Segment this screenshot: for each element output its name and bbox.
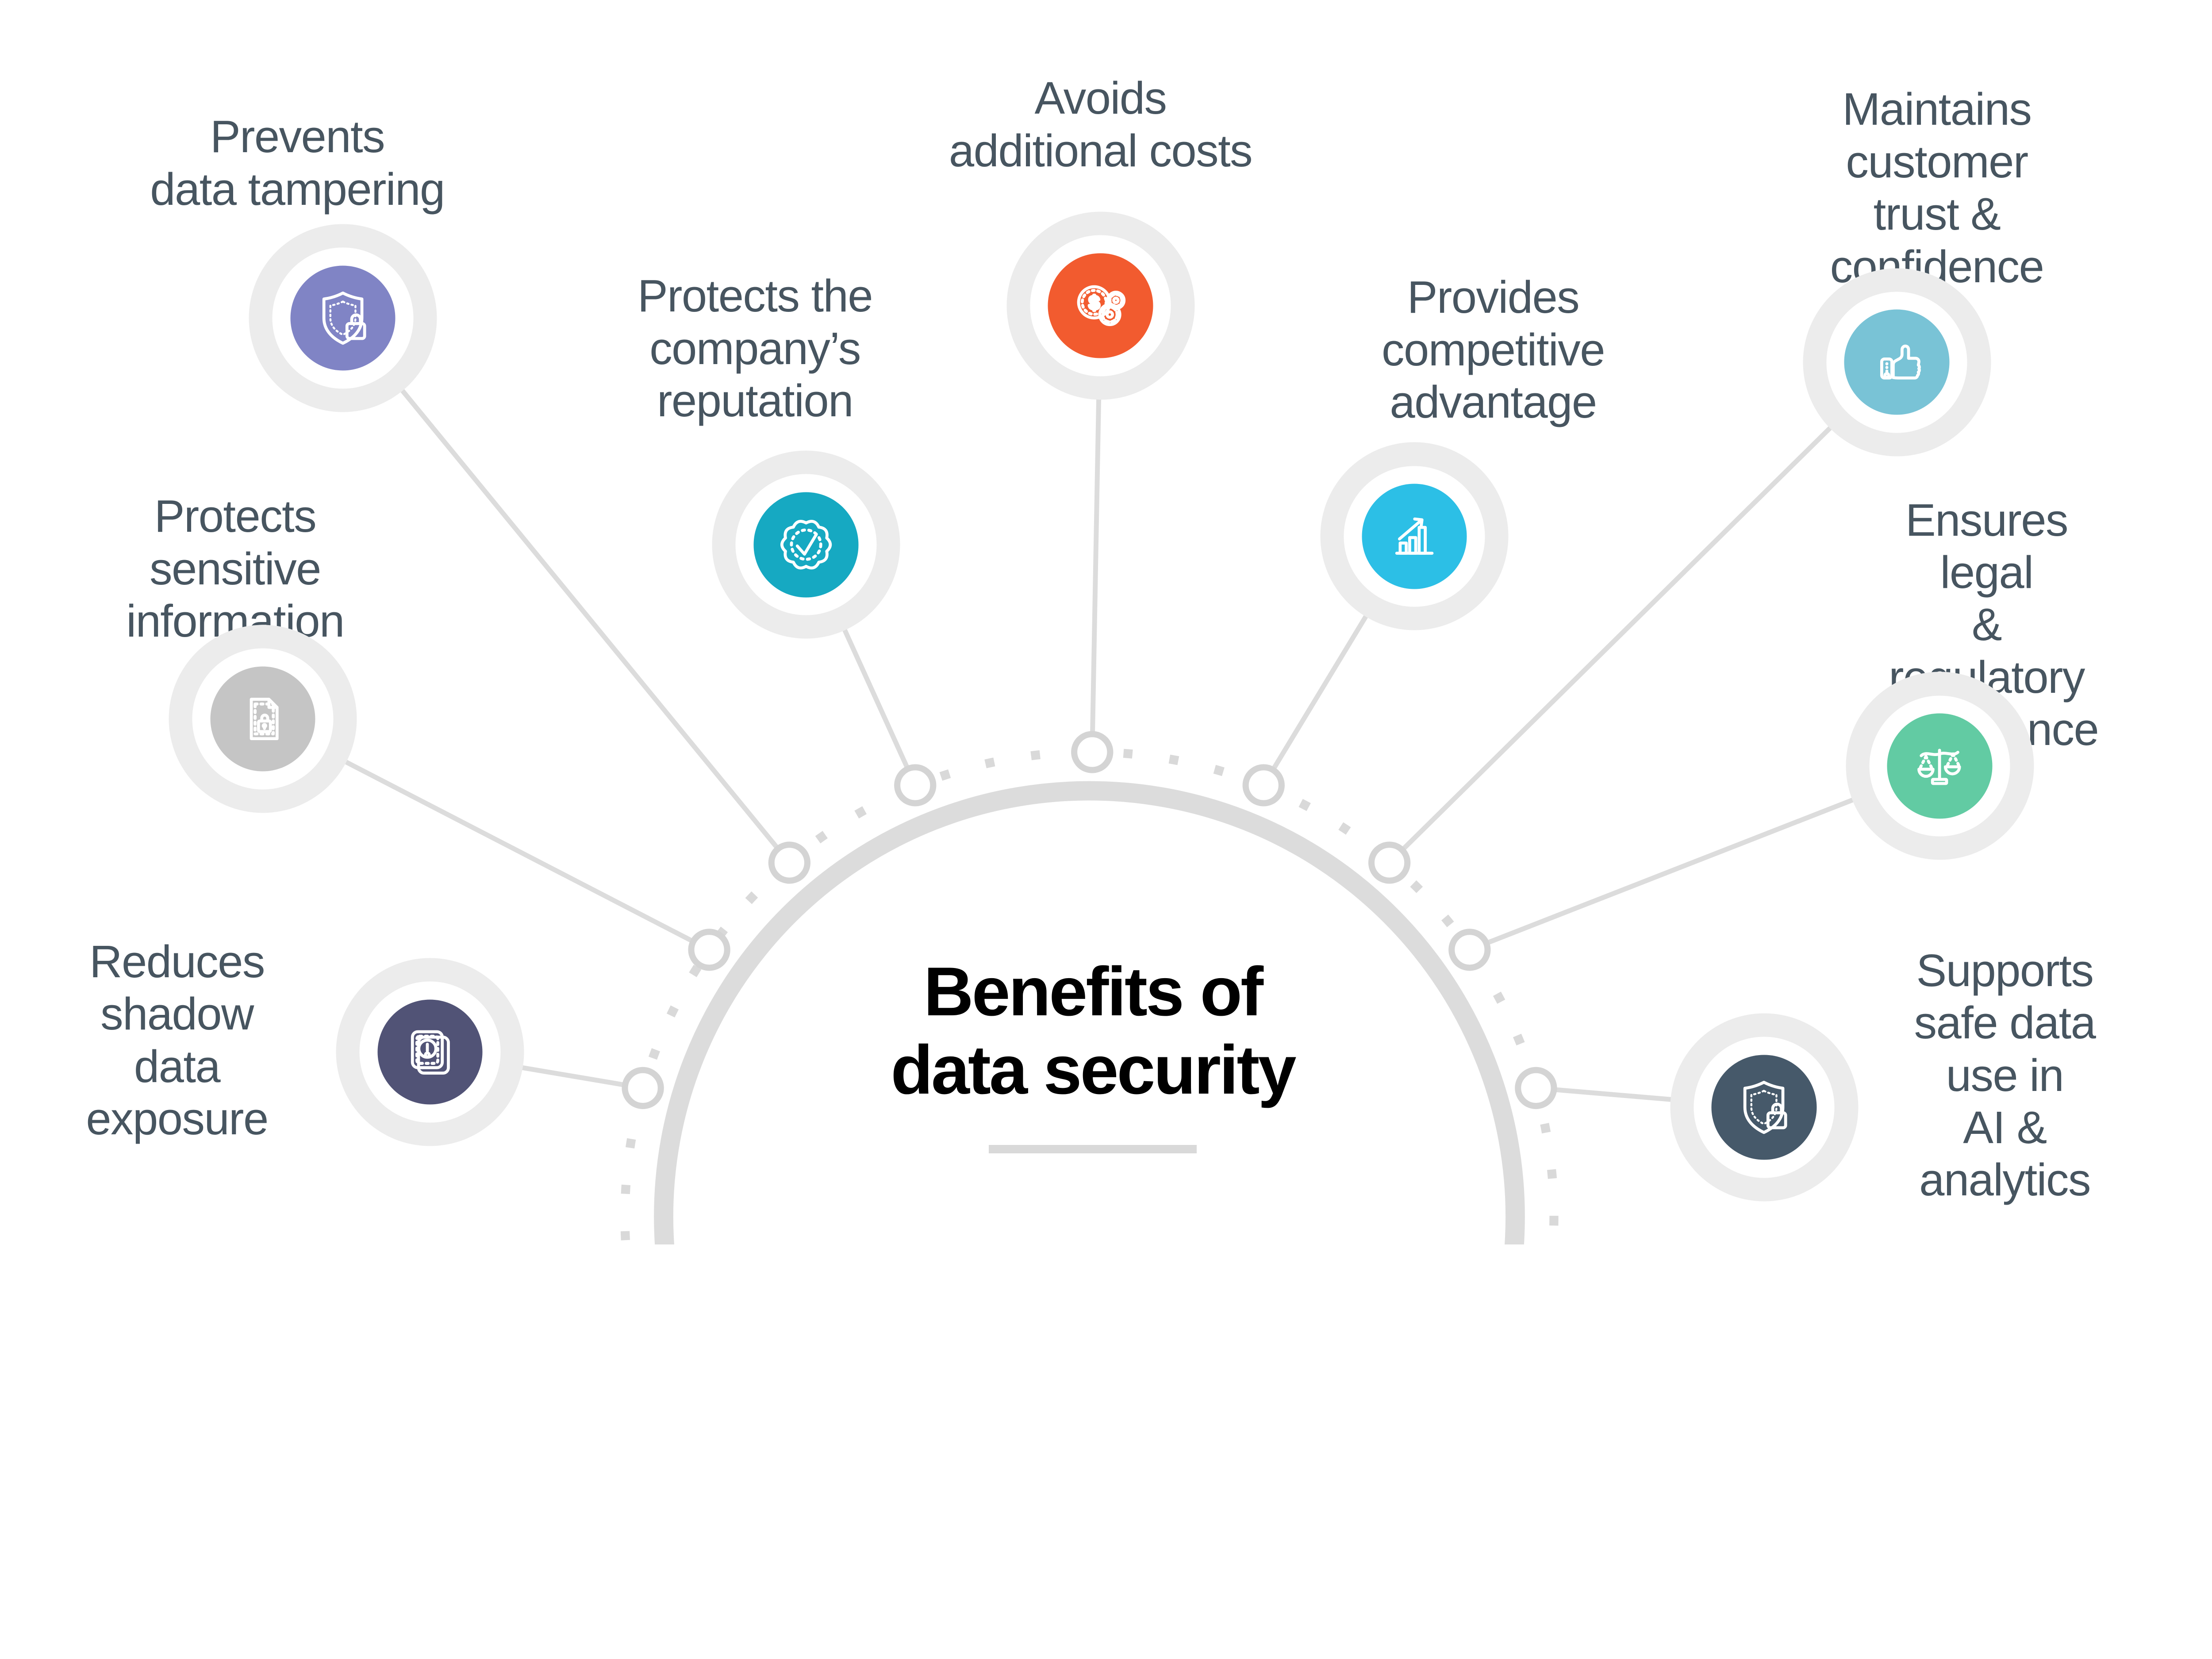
document-lock-icon [250, 698, 279, 740]
stacked-cards-alert-icon [411, 1030, 450, 1075]
benefit-node [1320, 442, 1509, 630]
benefit-label: Maintains customer trust & confidence [1830, 84, 2044, 292]
benefit-label: Protects the company’s reputation [637, 270, 873, 426]
node-disc [210, 666, 315, 772]
benefit-node [249, 224, 437, 412]
benefit-label: Avoids additional costs [949, 73, 1253, 176]
title-underline [989, 1144, 1197, 1153]
node-white-ring [1344, 466, 1485, 607]
shield-lock-icon [322, 291, 366, 345]
page-title: Benefits of data security [891, 953, 1296, 1109]
benefit-label: Reduces shadow data exposure [86, 936, 269, 1144]
benefit-node [336, 958, 524, 1146]
node-white-ring [1869, 695, 2010, 837]
node-white-ring: $ [1030, 235, 1171, 376]
svg-text:$: $ [1089, 292, 1100, 313]
node-disc: $ [1048, 253, 1153, 358]
growth-chart-icon [1395, 518, 1434, 555]
node-disc [1362, 484, 1467, 589]
benefit-node [712, 450, 900, 639]
shield-lock-icon [1743, 1081, 1787, 1134]
node-white-ring [1826, 292, 1967, 433]
node-white-ring [359, 981, 501, 1123]
benefit-label: Supports safe data use in AI & analytics [1914, 945, 2096, 1206]
node-disc [753, 492, 859, 598]
infographic-canvas: Benefits of data security Prevents data … [86, 73, 2099, 1244]
benefit-label: Provides competitive advantage [1382, 272, 1605, 427]
node-white-ring [192, 648, 334, 790]
benefit-node [169, 625, 357, 813]
node-disc [1844, 309, 1950, 415]
node-disc [1711, 1055, 1817, 1160]
benefit-node [1846, 672, 2034, 860]
scales-icon [1917, 749, 1961, 785]
node-white-ring [735, 474, 877, 615]
node-disc [290, 265, 396, 371]
benefit-node [1670, 1013, 1858, 1202]
benefit-node [1803, 268, 1991, 457]
benefit-label: Prevents data tampering [150, 111, 445, 215]
node-white-ring [1694, 1037, 1835, 1178]
badge-check-icon [780, 520, 832, 570]
node-disc [377, 999, 483, 1105]
dollar-gears-icon: $ [1077, 285, 1126, 326]
node-white-ring [272, 247, 414, 389]
benefit-label: Protects sensitive information [126, 491, 345, 646]
node-disc [1887, 713, 1993, 819]
benefit-node: $ [1006, 211, 1194, 400]
thumbs-up-icon [1880, 344, 1921, 380]
